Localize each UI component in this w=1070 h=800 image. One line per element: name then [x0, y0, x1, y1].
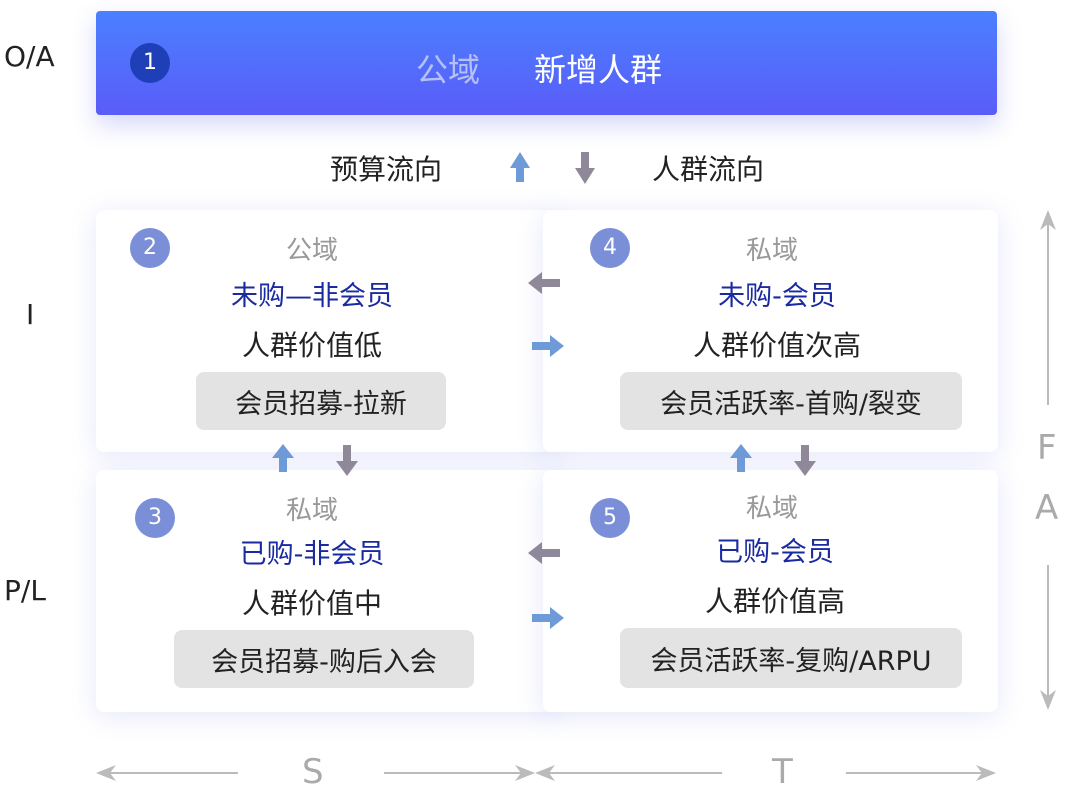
arrow-down-icon	[575, 152, 595, 184]
arrow-up-icon	[510, 152, 530, 182]
card-title: 未购—非会员	[231, 281, 393, 312]
step-badge: 4	[590, 228, 630, 268]
axis-label-oa: O/A	[4, 40, 55, 73]
banner-title: 新增人群	[534, 51, 663, 89]
card-action: 会员活跃率-复购/ARPU	[620, 628, 962, 688]
card-value: 人群价值高	[704, 585, 846, 618]
arrow-down-icon	[794, 445, 816, 476]
card-value: 人群价值次高	[692, 329, 862, 362]
card-title: 已购-非会员	[239, 539, 385, 570]
arrow-up-icon	[272, 444, 294, 472]
step-badge: 1	[130, 43, 170, 83]
step-badge: 2	[130, 228, 170, 268]
axis-label-pl: P/L	[4, 574, 46, 607]
arrow-down-icon	[336, 445, 358, 476]
arrow-left-icon	[528, 542, 560, 564]
legend-crowd-label: 人群流向	[652, 153, 765, 186]
arrow-right-icon	[532, 607, 564, 629]
arrow-up-icon	[730, 444, 752, 472]
top-banner: 1 公域 新增人群	[96, 11, 997, 115]
arrow-left-icon	[528, 272, 560, 294]
card-value: 人群价值中	[241, 587, 383, 620]
banner-domain: 公域	[416, 51, 481, 89]
card-domain: 私域	[745, 236, 799, 266]
card-action: 会员招募-拉新	[196, 372, 446, 430]
axis-label-i: I	[26, 298, 35, 331]
card-value: 人群价值低	[241, 329, 383, 362]
axis-label-s: S	[302, 752, 324, 792]
card-unpurchased-member: 4 私域 未购-会员 人群价值次高 会员活跃率-首购/裂变	[543, 210, 998, 452]
step-badge: 5	[590, 498, 630, 538]
axis-label-t: T	[772, 752, 793, 792]
card-action: 会员活跃率-首购/裂变	[620, 372, 962, 430]
card-unpurchased-nonmember: 2 公域 未购—非会员 人群价值低 会员招募-拉新	[96, 210, 556, 452]
arrow-right-icon	[532, 335, 564, 357]
step-badge: 3	[135, 498, 175, 538]
axis-label-f: F	[1037, 428, 1057, 468]
card-domain: 私域	[285, 496, 339, 526]
axis-label-a: A	[1035, 488, 1059, 528]
card-action: 会员招募-购后入会	[174, 630, 474, 688]
card-title: 未购-会员	[718, 281, 836, 312]
legend-budget-label: 预算流向	[330, 153, 443, 186]
card-domain: 公域	[285, 236, 339, 266]
card-domain: 私域	[745, 494, 799, 524]
card-purchased-nonmember: 3 私域 已购-非会员 人群价值中 会员招募-购后入会	[96, 470, 556, 712]
card-title: 已购-会员	[716, 537, 834, 568]
card-purchased-member: 5 私域 已购-会员 人群价值高 会员活跃率-复购/ARPU	[543, 470, 998, 712]
